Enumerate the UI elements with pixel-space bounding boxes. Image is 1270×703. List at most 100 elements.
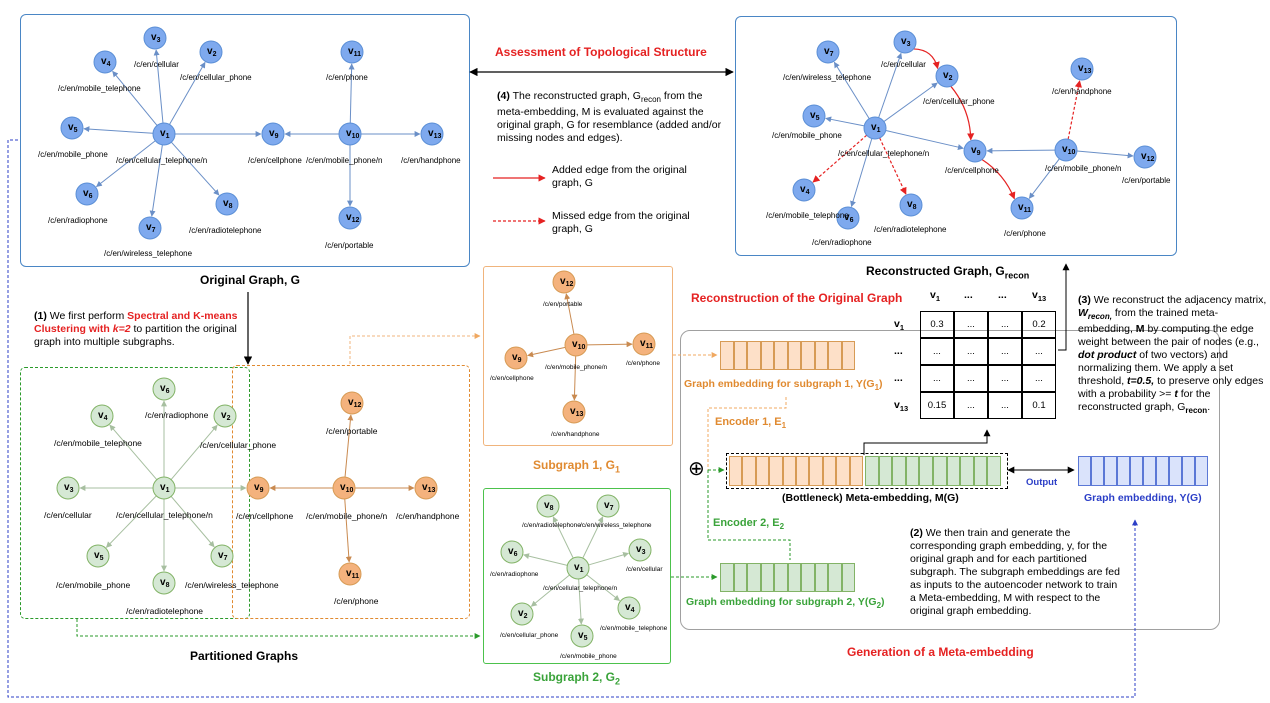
subgraph2-node-name-7: v7 <box>604 500 614 512</box>
original-node-8 <box>215 192 239 216</box>
embedding-cell <box>729 456 743 486</box>
embedding-cell <box>822 456 837 486</box>
embedding-cell <box>796 456 810 486</box>
partition-node-8 <box>152 571 176 595</box>
subgraph2-node-label-6: /c/en/radiophone <box>490 571 539 578</box>
embedding-cell <box>742 456 756 486</box>
graph-edge <box>523 553 568 566</box>
original-node-name-1: v1 <box>160 128 170 140</box>
assessment-heading: Assessment of Topological Structure <box>495 45 707 59</box>
original-node-13 <box>420 122 444 146</box>
graph-edge <box>112 70 158 126</box>
matrix-cell: 0.15 <box>920 392 954 419</box>
matrix-row-header: v13 <box>894 399 909 414</box>
graph-edge <box>986 147 1056 154</box>
original-node-label-13: /c/en/handphone <box>401 156 461 165</box>
step4-text: (4) The reconstructed graph, Grecon from… <box>497 90 722 145</box>
graph-edge <box>105 495 157 548</box>
original-node-label-2: /c/en/cellular_phone <box>180 73 252 82</box>
partition-node-label-4: /c/en/mobile_telephone <box>54 438 142 448</box>
embedding-cell <box>814 341 828 370</box>
original-node-label-1: /c/en/cellular_telephone/n <box>116 156 208 165</box>
original-node-11 <box>340 40 364 64</box>
graph-edge <box>885 129 964 151</box>
embedding-cell <box>1169 456 1182 486</box>
original-node-3 <box>143 26 167 50</box>
partition-node-label-6: /c/en/radiophone <box>145 410 209 420</box>
original-node-label-10: /c/en/mobile_phone/n <box>306 156 383 165</box>
embedding-cell <box>892 456 906 486</box>
recon-node-name-8: v8 <box>907 199 917 211</box>
partition-node-name-4: v4 <box>98 410 108 422</box>
original-node-6 <box>75 182 99 206</box>
original-node-9 <box>261 122 285 146</box>
recon-node-2 <box>935 64 959 88</box>
matrix-cell: ... <box>1022 338 1056 365</box>
subgraph2-node-8 <box>536 494 560 518</box>
subgraph2-node-name-6: v6 <box>508 546 518 558</box>
matrix-cell: 0.2 <box>1022 311 1056 338</box>
original-node-10 <box>338 122 362 146</box>
embedding-cell <box>720 563 734 592</box>
graph-edge <box>913 48 940 70</box>
recon-node-label-12: /c/en/portable <box>1122 176 1171 185</box>
graph-edge <box>577 578 584 625</box>
partition-node-label-8: /c/en/radiotelephone <box>126 606 204 616</box>
subgraph2-node-3 <box>628 538 652 562</box>
matrix-col-header: ... <box>964 289 973 301</box>
original-node-12 <box>338 206 362 230</box>
graph-edge <box>586 341 633 348</box>
subgraph2-node-2 <box>510 602 534 626</box>
reconstructed-graph-caption: Reconstructed Graph, Grecon <box>866 264 1030 281</box>
concat-plus-icon: ⊕ <box>688 458 705 480</box>
original-node-label-11: /c/en/phone <box>326 73 368 82</box>
embedding-cell <box>774 563 788 592</box>
matrix-cell: ... <box>988 311 1022 338</box>
graph-edge <box>170 141 220 196</box>
embedding-cell <box>1143 456 1156 486</box>
graph-edge <box>95 140 156 188</box>
original-node-7 <box>138 216 162 240</box>
partition-node-name-1: v1 <box>160 482 170 494</box>
recon-node-label-5: /c/en/mobile_phone <box>772 131 842 140</box>
subgraph1-node-label-10: /c/en/mobile_phone/n <box>545 364 608 371</box>
subgraph2-node-name-3: v3 <box>636 544 646 556</box>
subgraph2-node-6 <box>500 540 524 564</box>
graph-edge <box>170 496 215 548</box>
partition-node-label-3: /c/en/cellular <box>44 510 92 520</box>
graph-edge <box>527 346 566 358</box>
recon-node-label-8: /c/en/radiotelephone <box>874 225 947 234</box>
embedding-cell <box>801 341 815 370</box>
graph-edge <box>83 126 154 134</box>
embedding-cell <box>760 341 774 370</box>
partition-node-name-9: v9 <box>254 482 264 494</box>
subgraph2-node-label-4: /c/en/mobile_telephone <box>600 625 668 632</box>
embedding-cell <box>747 341 761 370</box>
partition-node-10 <box>332 476 356 500</box>
recon-node-9 <box>963 139 987 163</box>
partition-node-name-2: v2 <box>221 410 231 422</box>
embedding-cell <box>733 341 747 370</box>
bottleneck-label: (Bottleneck) Meta-embedding, M(G) <box>782 492 959 504</box>
graph-edge <box>825 116 865 127</box>
subgraph1-panel <box>483 266 673 446</box>
graph-embedding-label: Graph embedding, Y(G) <box>1084 492 1202 504</box>
legend-missed-text: Missed edge from the original graph, G <box>552 210 690 235</box>
embedding-cell <box>774 341 788 370</box>
recon-node-name-1: v1 <box>871 122 881 134</box>
graph-edge <box>348 63 355 124</box>
recon-node-name-3: v3 <box>901 36 911 48</box>
recon-node-label-9: /c/en/cellphone <box>945 166 999 175</box>
graph-edge <box>1028 158 1060 199</box>
embedding-cell <box>946 456 961 486</box>
graph-edge <box>571 355 578 401</box>
original-node-name-7: v7 <box>146 222 156 234</box>
recon-node-label-3: /c/en/cellular <box>881 60 926 69</box>
embedding-cell <box>919 456 933 486</box>
partition-node-12 <box>340 391 364 415</box>
recon-node-label-11: /c/en/phone <box>1004 229 1046 238</box>
meta-embedding-panel <box>680 330 1220 630</box>
partition-node-6 <box>152 377 176 401</box>
subgraph1-embedding-label: Graph embedding for subgraph 1, Y(G1) <box>684 378 883 393</box>
